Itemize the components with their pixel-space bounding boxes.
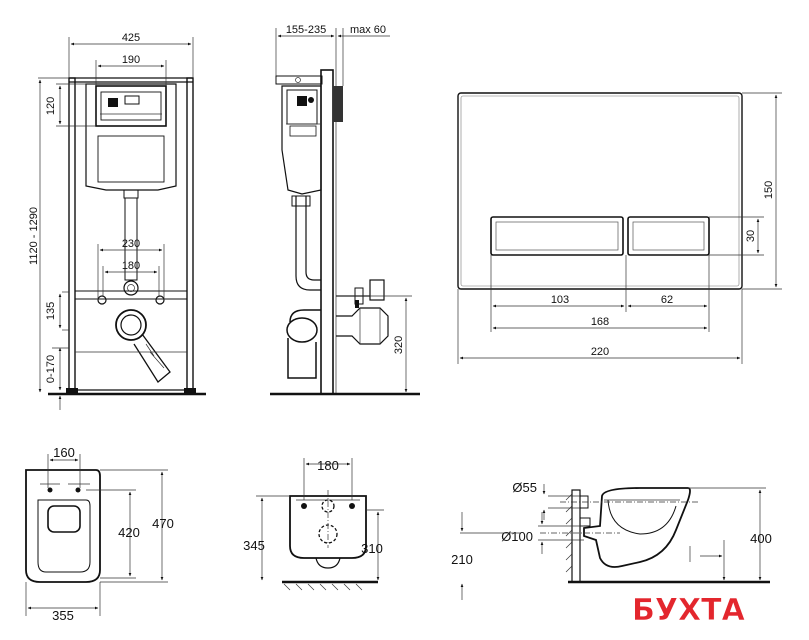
outlet-diameter: Ø100 xyxy=(501,529,533,544)
bowl-top-width: 160 xyxy=(53,445,75,460)
bowl-back-height-right: 310 xyxy=(361,541,383,556)
bowl-back-height-left: 345 xyxy=(243,538,265,553)
side-depth-range: 155-235 xyxy=(286,24,326,36)
bowl-height-floor: 210 xyxy=(451,552,473,567)
plate-width: 220 xyxy=(591,346,609,358)
frame-width-total: 425 xyxy=(122,32,140,44)
frame-height-range: 1120 - 1290 xyxy=(28,207,40,265)
frame-height-top: 120 xyxy=(45,97,57,115)
frame-width-flange: 230 xyxy=(122,238,140,250)
bowl-back-width: 180 xyxy=(317,458,339,473)
brand-name: БУХТА xyxy=(632,593,746,628)
bowl-height-top: 400 xyxy=(750,531,772,546)
bowl-top-view: 160 420 470 355 xyxy=(25,445,174,623)
frame-height-bottom: 0-170 xyxy=(45,355,57,383)
frame-front-view: 425 190 120 1120 - 1290 230 180 135 0-17… xyxy=(28,32,206,410)
frame-height-mid: 135 xyxy=(45,302,57,320)
bowl-back-view: 180 345 310 xyxy=(243,458,384,591)
plate-height: 150 xyxy=(763,181,775,199)
bowl-side-view: Ø55 Ø100 210 400 xyxy=(451,480,772,600)
side-depth-max: max 60 xyxy=(350,24,386,36)
side-height-drain: 320 xyxy=(393,336,405,354)
brand-logo: БУХТА xyxy=(632,593,746,629)
inlet-diameter: Ø55 xyxy=(512,480,537,495)
bowl-total-length: 470 xyxy=(152,516,174,531)
frame-width-inner: 180 xyxy=(122,260,140,272)
button-height: 30 xyxy=(745,230,757,242)
bowl-inner-length: 420 xyxy=(118,525,140,540)
frame-side-view: 155-235 max 60 320 xyxy=(270,24,420,396)
button-left-width: 103 xyxy=(551,294,569,306)
flush-plate-view: 150 30 103 62 168 220 xyxy=(457,92,782,364)
buttons-total-width: 168 xyxy=(591,316,609,328)
button-right-width: 62 xyxy=(661,294,673,306)
frame-width-top: 190 xyxy=(122,54,140,66)
bowl-bottom-width: 355 xyxy=(52,608,74,623)
